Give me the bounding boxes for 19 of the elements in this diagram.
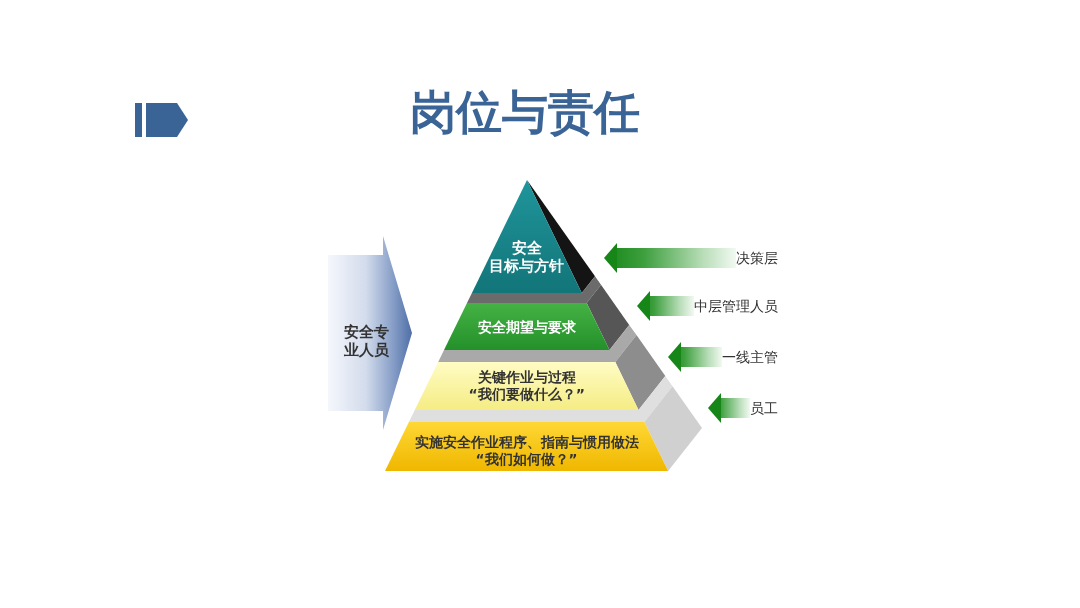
tier-label: 实施安全作业程序、指南与惯用做法	[414, 434, 639, 451]
tier-label: 安全期望与要求	[477, 319, 576, 337]
tier-label: “我们要做什么？”	[468, 386, 585, 404]
tier-label: “我们如何做？”	[475, 451, 578, 468]
arrow-label: 安全专业人员	[344, 323, 390, 359]
role-label: 中层管理人员	[694, 296, 778, 316]
role-label: 决策层	[736, 248, 778, 268]
pyramid-top	[471, 180, 595, 293]
tier-label: 安全	[511, 238, 542, 257]
arrow	[708, 393, 750, 423]
block-arrow	[328, 236, 412, 430]
role-label: 员工	[750, 398, 778, 418]
tier-label: 目标与方针	[489, 257, 565, 276]
arrow	[637, 291, 694, 321]
arrow	[604, 243, 736, 273]
tier-label: 关键作业与过程	[477, 368, 576, 386]
arrow	[668, 342, 722, 372]
title: 岗位与责任	[410, 89, 640, 135]
role-label: 一线主管	[722, 347, 778, 367]
